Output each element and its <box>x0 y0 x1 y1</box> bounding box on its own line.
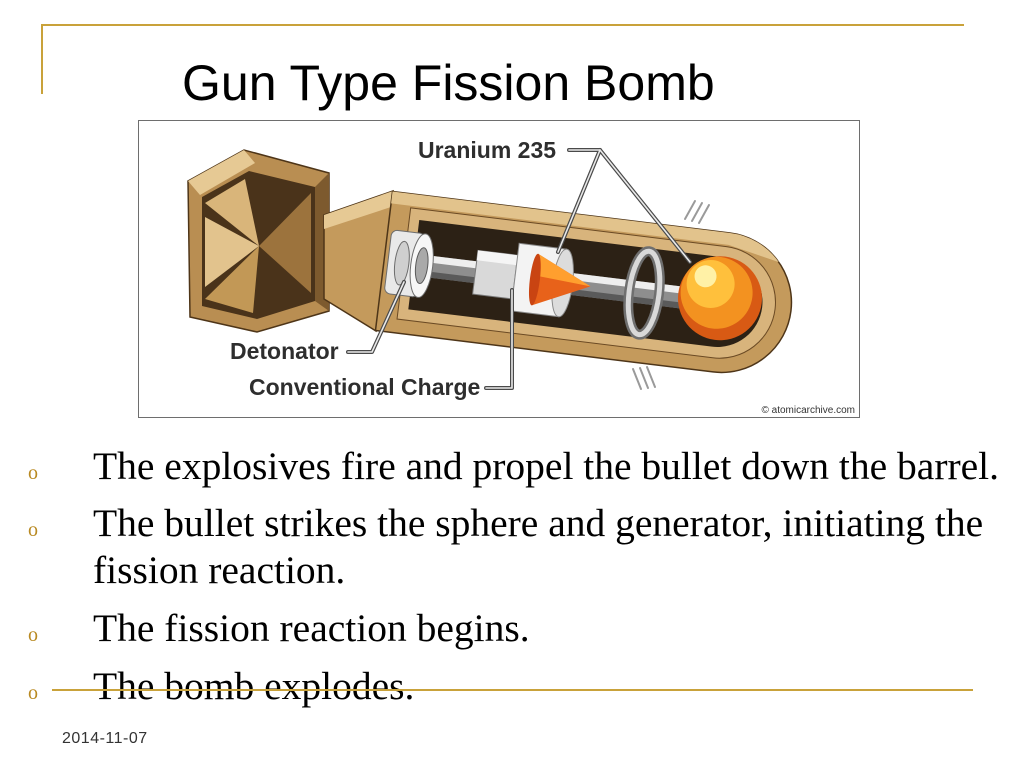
leader-line-to-detonator-core <box>347 281 405 353</box>
top-rule <box>42 24 964 26</box>
bullet-item: o The bullet strikes the sphere and gene… <box>28 500 1018 594</box>
projectile-cone-highlight <box>535 253 591 287</box>
detonator-disc <box>393 240 410 286</box>
bullet-marker: o <box>28 624 38 646</box>
bullet-text: The fission reaction begins. <box>93 606 530 650</box>
tail-frame-highlight <box>188 150 255 195</box>
uranium-235-projectile <box>510 242 591 318</box>
tension-mark <box>639 367 649 389</box>
leader-uranium-235 <box>556 148 692 264</box>
tension-mark <box>646 366 656 388</box>
leader-line-to-sphere-core <box>599 149 691 263</box>
bullet-item: o The fission reaction begins. <box>28 605 1018 659</box>
tension-mark <box>698 204 710 224</box>
bullet-text: The explosives fire and propel the bulle… <box>93 444 1000 488</box>
tail-fin-plate <box>205 246 259 313</box>
detonator-label: Detonator <box>230 338 339 364</box>
bullet-marker: o <box>28 462 38 484</box>
tension-marks <box>632 200 710 390</box>
bullet-marker: o <box>28 519 38 541</box>
detonator-core <box>414 247 429 285</box>
image-credit: © atomicarchive.com <box>761 405 855 416</box>
uranium-235-target-sphere <box>677 256 762 341</box>
tension-mark <box>691 202 703 222</box>
projectile-base <box>528 253 541 306</box>
conventional-charge-label: Conventional Charge <box>249 374 480 400</box>
bullet-item: o The explosives fire and propel the bul… <box>28 443 1018 497</box>
charge-highlight <box>476 250 518 266</box>
bullet-text: The bomb explodes. <box>93 664 415 708</box>
uranium-235-label: Uranium 235 <box>418 137 556 163</box>
target-ring <box>623 246 665 340</box>
leader-detonator <box>346 280 406 354</box>
slide-title: Gun Type Fission Bomb <box>182 55 715 111</box>
left-rule <box>41 24 43 94</box>
detonator <box>384 229 434 298</box>
tail-fin-plate <box>205 179 259 246</box>
bullet-marker: o <box>28 682 38 704</box>
sphere-glint <box>694 265 717 288</box>
tail-fin-plate <box>259 193 311 293</box>
bullet-text: The bullet strikes the sphere and genera… <box>93 501 984 592</box>
bottom-rule <box>52 689 973 691</box>
conventional-charge <box>472 249 519 300</box>
leader-conventional-charge <box>484 288 514 390</box>
casing-highlight <box>391 191 779 263</box>
bomb-figure: Uranium 235 Detonator Conventional Charg… <box>138 120 860 418</box>
slide-date: 2014-11-07 <box>62 730 148 747</box>
neck-highlight <box>324 191 393 229</box>
tension-mark <box>632 368 642 390</box>
leader-line-to-charge-core <box>485 289 513 389</box>
gun-type-bomb-diagram: Uranium 235 Detonator Conventional Charg… <box>187 137 855 416</box>
tension-mark <box>684 200 696 220</box>
target-ring-inner <box>625 248 663 338</box>
bullet-item: o The bomb explodes. <box>28 663 1018 717</box>
tail-fin-plate <box>205 217 259 287</box>
tail-fin-assembly <box>187 149 330 333</box>
bomb-casing <box>374 190 793 374</box>
